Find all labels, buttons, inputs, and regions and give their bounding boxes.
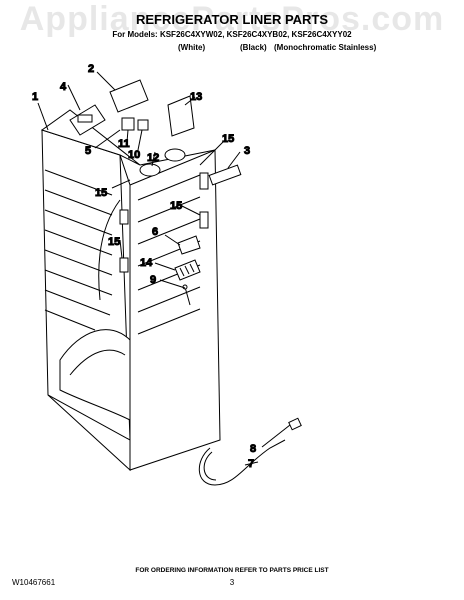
part-2-bracket	[109, 79, 149, 113]
color-white: (White)	[178, 43, 206, 52]
callout-3: 3	[244, 145, 250, 157]
part-12-knob	[139, 148, 186, 177]
part-6-bracket	[177, 235, 201, 255]
callout-11: 11	[118, 138, 130, 150]
color-stainless: (Monochromatic Stainless)	[274, 43, 377, 52]
part-10-clip	[137, 119, 149, 131]
page-title: REFRIGERATOR LINER PARTS	[135, 12, 329, 27]
ordering-note: FOR ORDERING INFORMATION REFER TO PARTS …	[135, 567, 329, 574]
callout-4: 4	[60, 81, 67, 93]
callout-15-top-right: 15	[222, 133, 234, 145]
part-14-grille	[174, 259, 201, 281]
part-3-water-tube	[208, 164, 242, 186]
callout-9: 9	[150, 274, 156, 286]
part-13-control	[167, 95, 195, 137]
callout-15-left: 15	[95, 187, 107, 199]
model-list: For Models: KSF26C4XYW02, KSF26C4XYB02, …	[112, 30, 352, 39]
callout-12: 12	[147, 152, 159, 164]
part-15-hinge-covers	[119, 172, 209, 273]
callout-2: 2	[88, 63, 94, 75]
callout-5: 5	[85, 145, 91, 157]
callout-14: 14	[140, 257, 153, 269]
part-11-switch	[121, 117, 135, 131]
color-black: (Black)	[240, 43, 267, 52]
callout-13: 13	[190, 91, 202, 103]
callout-15-lower: 15	[108, 236, 120, 248]
callout-1: 1	[32, 91, 38, 103]
callout-7: 7	[248, 458, 254, 470]
part-4-light-housing	[69, 104, 106, 136]
callout-8: 8	[250, 443, 256, 455]
callout-15-right: 15	[170, 200, 182, 212]
document-id: W10467661	[12, 578, 56, 587]
refrigerator-liner	[40, 109, 221, 472]
callout-6: 6	[152, 226, 158, 238]
part-8-fitting	[288, 417, 302, 431]
part-7-water-line	[198, 439, 286, 486]
callout-10: 10	[128, 149, 140, 161]
page-number: 3	[229, 578, 235, 587]
leader-lines	[37, 71, 291, 466]
